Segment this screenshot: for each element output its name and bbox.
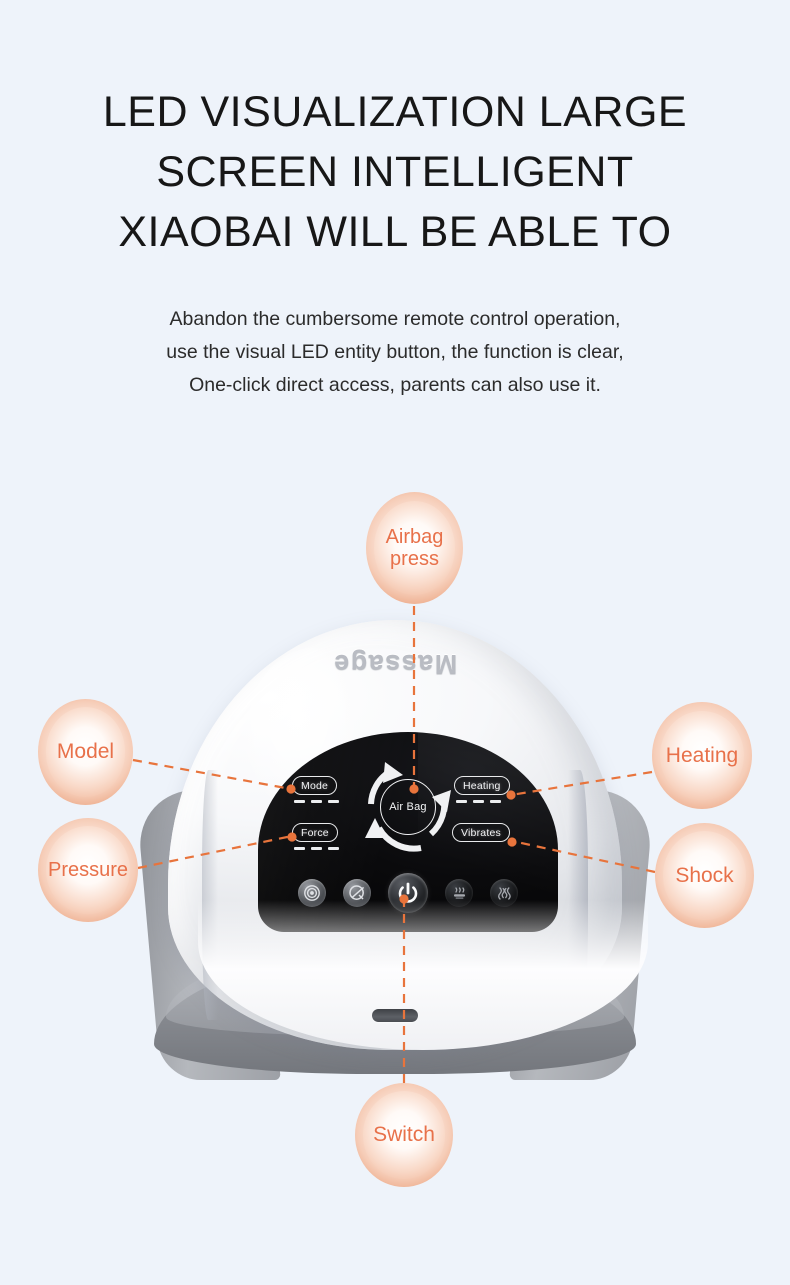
page-title: LED VISUALIZATION LARGE SCREEN INTELLIGE… bbox=[102, 88, 688, 256]
heat-glyph bbox=[453, 886, 465, 899]
callout-label-switch: Switch bbox=[373, 1123, 435, 1147]
vibration-glyph bbox=[497, 886, 511, 900]
device-brand-logo: Massage bbox=[332, 649, 458, 679]
panel-label-force[interactable]: Force bbox=[292, 823, 338, 842]
mute-glyph bbox=[349, 885, 365, 900]
page-subtitle: Abandon the cumbersome remote control op… bbox=[0, 303, 790, 402]
knee-massager-device: Massage Mode Force Heating Vibrates bbox=[135, 620, 655, 1080]
callout-badge-heating[interactable]: Heating bbox=[652, 702, 752, 809]
airbag-button[interactable]: Air Bag bbox=[380, 779, 436, 835]
callout-badge-airbag[interactable]: Airbag press bbox=[366, 492, 463, 604]
mode-level-indicator bbox=[294, 800, 339, 803]
subtitle-line-1: Abandon the cumbersome remote control op… bbox=[169, 308, 621, 330]
heating-level-indicator bbox=[456, 800, 501, 803]
callout-label-airbag-line2: press bbox=[390, 548, 439, 570]
panel-label-vibrates[interactable]: Vibrates bbox=[452, 823, 510, 842]
device-shell: Massage Mode Force Heating Vibrates bbox=[168, 620, 648, 1050]
panel-label-mode[interactable]: Mode bbox=[292, 776, 338, 795]
callout-label-pressure: Pressure bbox=[47, 858, 129, 881]
callout-badge-pressure[interactable]: Pressure bbox=[38, 818, 138, 922]
callout-label-model: Model bbox=[56, 740, 115, 764]
callout-badge-switch[interactable]: Switch bbox=[355, 1083, 453, 1187]
force-level-indicator bbox=[294, 847, 339, 850]
device-bottom-slot bbox=[372, 1009, 418, 1022]
callout-label-heating: Heating bbox=[665, 743, 739, 767]
callout-label-airbag-line1: Airbag bbox=[385, 525, 444, 548]
subtitle-line-2: use the visual LED entity button, the fu… bbox=[166, 341, 624, 363]
airbag-rotation-graphic: Air Bag bbox=[359, 758, 457, 856]
subtitle-line-3: One-click direct access, parents can als… bbox=[189, 374, 601, 396]
panel-label-heating[interactable]: Heating bbox=[454, 776, 510, 795]
callout-label-shock: Shock bbox=[675, 863, 734, 887]
rotating-arrows-icon bbox=[365, 762, 451, 852]
callout-badge-model[interactable]: Model bbox=[38, 699, 133, 805]
callout-badge-shock[interactable]: Shock bbox=[655, 823, 754, 928]
